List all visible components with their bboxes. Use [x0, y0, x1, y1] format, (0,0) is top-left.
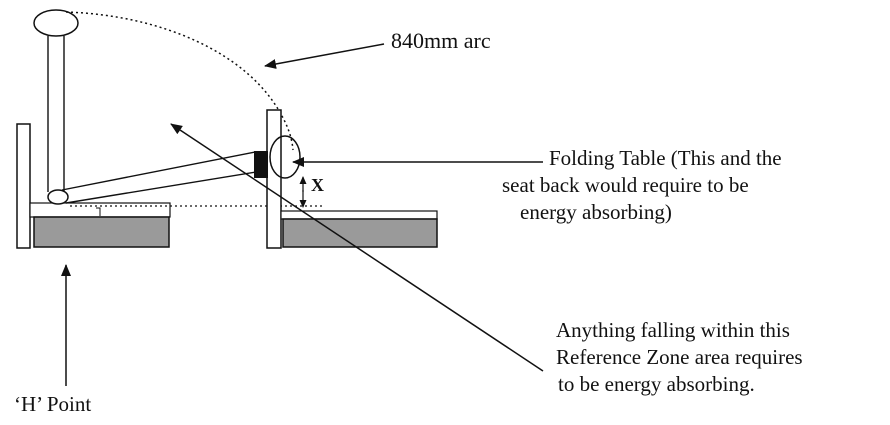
dimension-x-label: X — [311, 175, 324, 195]
front-seat-back — [266, 109, 282, 249]
folding-table-label: Folding Table (This and the seat back wo… — [502, 145, 782, 226]
reference-zone-line — [170, 123, 544, 372]
reference-zone-label-line-1: Anything falling within this — [556, 318, 790, 342]
occupant-thigh-lower — [65, 171, 257, 204]
h-point-joint — [47, 189, 69, 205]
occupant-head — [33, 9, 79, 37]
folding-table-label-line-2: seat back would require to be — [502, 173, 749, 197]
reference-zone-label-line-2: Reference Zone area requires — [556, 345, 803, 369]
h-point-label: ‘H’ Point — [14, 392, 92, 416]
reference-zone-label: Anything falling within this Reference Z… — [556, 317, 803, 398]
arc-label-arrow — [264, 43, 385, 69]
folding-table — [254, 151, 268, 178]
rear-seat-base — [33, 216, 170, 248]
arc-label: 840mm arc — [391, 28, 491, 53]
seat-marker — [96, 207, 101, 216]
folding-table-label-line-3: energy absorbing) — [520, 200, 672, 224]
reference-zone-label-line-3: to be energy absorbing. — [558, 372, 755, 396]
rear-seat-back — [16, 123, 31, 249]
occupant-thigh-upper — [61, 151, 256, 191]
front-seat-base — [282, 218, 438, 248]
folding-table-label-line-1: Folding Table (This and the — [549, 146, 782, 170]
